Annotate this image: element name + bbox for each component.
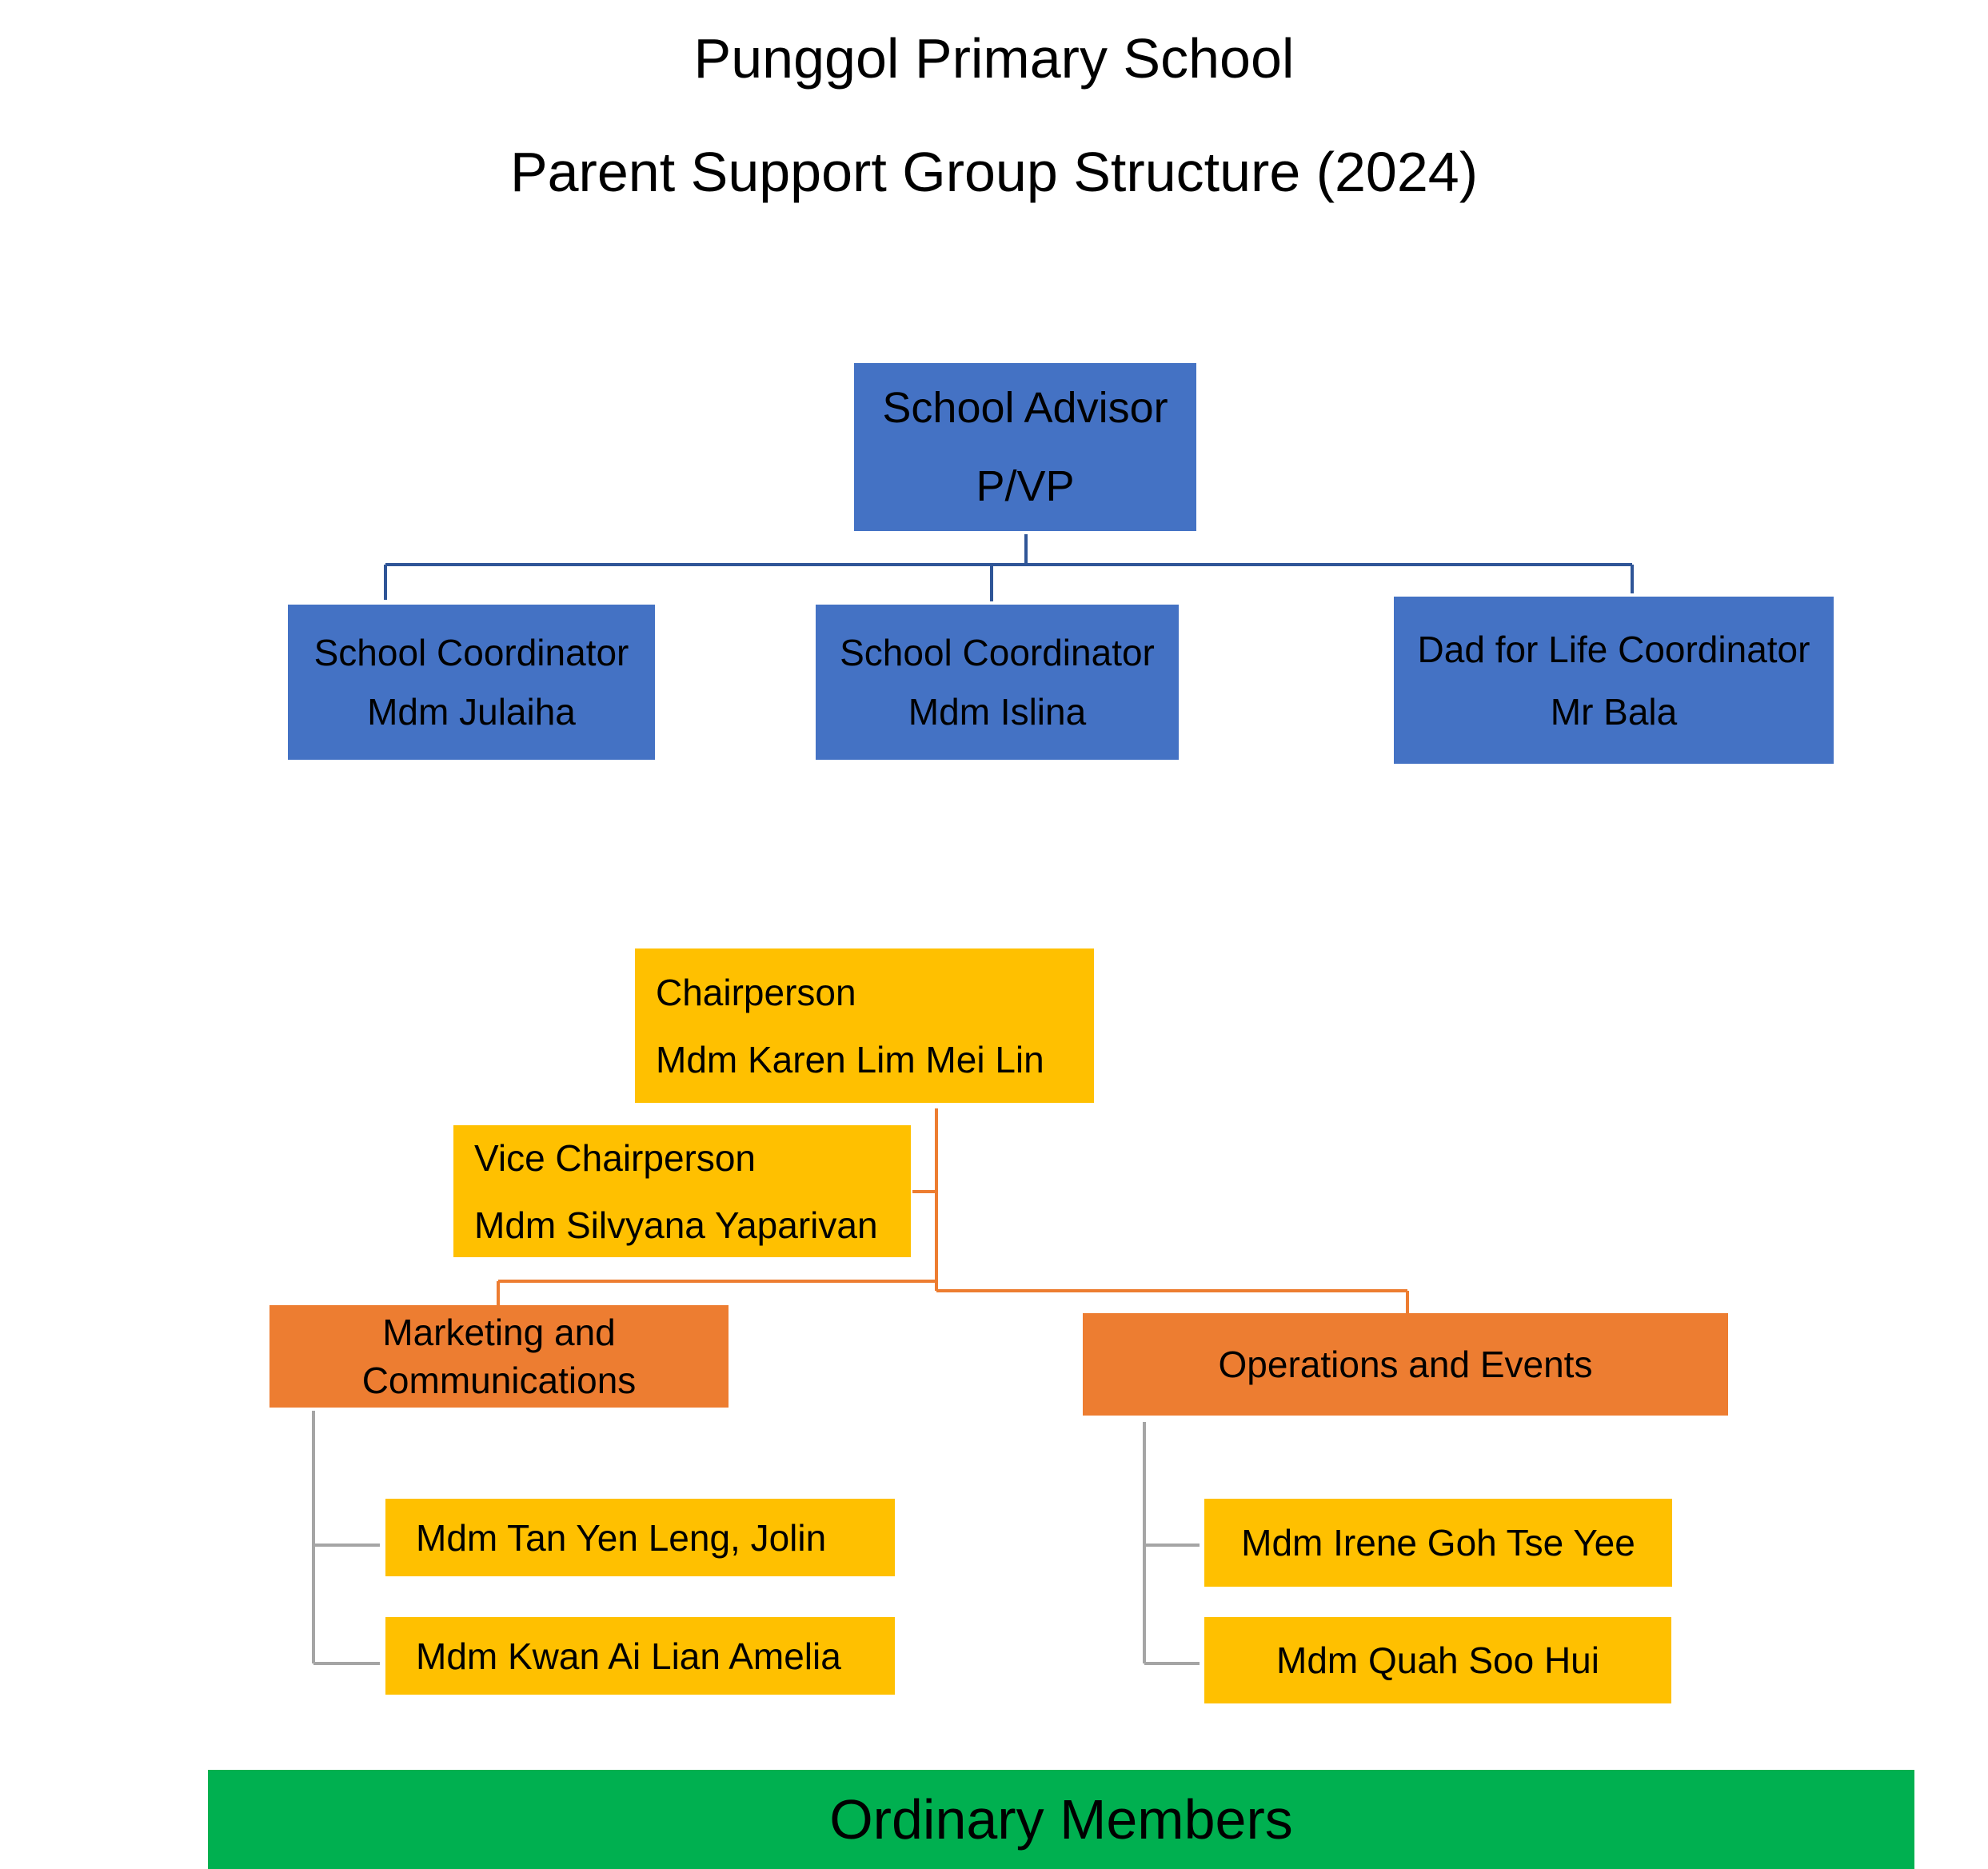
marketing-member-2-box: Mdm Kwan Ai Lian Amelia — [385, 1617, 895, 1695]
page-title: Punggol Primary School — [693, 27, 1295, 90]
marketing-label-line-1: Marketing and — [382, 1312, 616, 1353]
dad-for-life-coordinator-box: Dad for Life Coordinator Mr Bala — [1394, 597, 1834, 764]
school-coordinator-box-2: School Coordinator Mdm Islina — [816, 605, 1179, 760]
chairperson-box: Chairperson Mdm Karen Lim Mei Lin — [635, 948, 1094, 1103]
vice-chair-role: Vice Chairperson — [474, 1136, 756, 1179]
coordinator-3-name: Mr Bala — [1550, 690, 1678, 733]
vice-chair-name: Mdm Silvyana Yaparivan — [474, 1204, 878, 1246]
page-subtitle: Parent Support Group Structure (2024) — [509, 141, 1479, 203]
coordinator-2-name: Mdm Islina — [908, 691, 1087, 733]
coordinator-3-role: Dad for Life Coordinator — [1417, 628, 1810, 670]
marketing-member-1-name: Mdm Tan Yen Leng, Jolin — [416, 1516, 827, 1559]
ordinary-members-label: Ordinary Members — [829, 1788, 1293, 1851]
operations-member-2-box: Mdm Quah Soo Hui — [1204, 1617, 1671, 1703]
operations-events-box: Operations and Events — [1083, 1313, 1728, 1416]
marketing-member-1-box: Mdm Tan Yen Leng, Jolin — [385, 1499, 895, 1576]
marketing-communications-box: Marketing and Communications — [269, 1305, 729, 1408]
vice-chairperson-box: Vice Chairperson Mdm Silvyana Yaparivan — [453, 1125, 911, 1257]
operations-label: Operations and Events — [1218, 1344, 1593, 1385]
coordinator-1-name: Mdm Julaiha — [367, 691, 576, 733]
operations-member-1-name: Mdm Irene Goh Tse Yee — [1241, 1522, 1635, 1563]
school-advisor-box: School Advisor P/VP — [854, 363, 1196, 531]
operations-member-1-box: Mdm Irene Goh Tse Yee — [1204, 1499, 1672, 1587]
chair-role: Chairperson — [656, 971, 856, 1013]
coordinator-1-role: School Coordinator — [313, 632, 629, 673]
chair-name: Mdm Karen Lim Mei Lin — [656, 1038, 1044, 1080]
member-connectors — [312, 1411, 1200, 1665]
advisor-role: School Advisor — [882, 384, 1168, 432]
school-coordinator-box-1: School Coordinator Mdm Julaiha — [288, 605, 655, 760]
exec-connectors — [497, 1108, 1409, 1315]
operations-member-2-name: Mdm Quah Soo Hui — [1276, 1639, 1599, 1681]
coordinator-2-role: School Coordinator — [840, 632, 1155, 673]
marketing-label-line-2: Communications — [361, 1360, 637, 1401]
advisor-name: P/VP — [976, 462, 1075, 510]
marketing-member-2-name: Mdm Kwan Ai Lian Amelia — [416, 1635, 841, 1677]
ordinary-members-bar: Ordinary Members — [208, 1770, 1914, 1869]
staff-connectors — [384, 534, 1634, 601]
